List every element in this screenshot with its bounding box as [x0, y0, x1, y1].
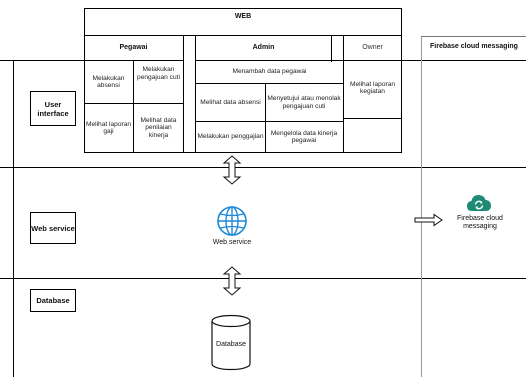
owner-header: Owner [344, 37, 401, 59]
firebase-cloud-icon [467, 195, 491, 211]
firebase-column-header: Firebase cloud messaging [424, 37, 524, 57]
double-arrow-ws-db [222, 266, 242, 296]
admin-item-penggajian-text: Melakukan penggajian [197, 133, 264, 141]
globe-icon [217, 206, 247, 236]
admin-cell-divider-h [195, 121, 343, 122]
pegawai-item-cuti: Melakukan pengajuan cuti [135, 62, 182, 102]
pegawai-item-penilaian-kinerja-text: Melihat data penilaian kinerja [140, 116, 177, 139]
arrow-to-firebase [414, 213, 443, 227]
lane-label-web-service-text: Web service [31, 223, 75, 233]
database-node-label-text: Database [216, 341, 246, 348]
pegawai-item-laporan-gaji-text: Melihat laporan gaji [85, 120, 132, 136]
pegawai-item-absensi: Melakukan absensi [85, 62, 132, 102]
lane-label-user-interface-text: User interface [37, 99, 69, 118]
admin-item-setujui-cuti-text: Menyetujui atau menolak pengajuan cuti [267, 95, 341, 110]
lane-left-border [13, 60, 14, 377]
admin-item-data-absensi-text: Melihat data absensi [200, 98, 261, 106]
web-service-node-label-text: Web service [212, 239, 252, 246]
admin-item-tambah-pegawai: Menambah data pegawai [196, 61, 343, 82]
web-col-divider-1 [183, 35, 184, 153]
database-cylinder-icon [211, 314, 251, 371]
lane-label-user-interface: User interface [30, 91, 76, 126]
pegawai-item-absensi-text: Melakukan absensi [92, 74, 125, 90]
admin-cell-divider-v [265, 83, 266, 153]
pegawai-item-penilaian-kinerja: Melihat data penilaian kinerja [135, 105, 182, 151]
web-box-title: WEB [84, 10, 402, 24]
web-col-divider-4 [343, 35, 344, 153]
firebase-column-header-text: Firebase cloud messaging [430, 43, 518, 50]
admin-header-text: Admin [252, 44, 275, 51]
web-title-divider [84, 35, 402, 36]
pegawai-cell-divider-v [133, 60, 134, 153]
admin-item-kinerja-text: Mengelola data kinerja pegawai [270, 129, 338, 145]
owner-item-laporan-kegiatan: Melihat laporan kegiatan [344, 70, 401, 106]
pegawai-header: Pegawai [84, 37, 183, 59]
owner-item-laporan-kegiatan-text: Melihat laporan kegiatan [349, 80, 396, 96]
firebase-node-label-text: Firebase cloud messaging [457, 214, 503, 231]
lane-divider-ui-ws [0, 167, 526, 168]
admin-item-setujui-cuti: Menyetujui atau menolak pengajuan cuti [266, 84, 342, 121]
admin-item-data-absensi: Melihat data absensi [196, 85, 265, 120]
admin-top-item-line [195, 83, 343, 84]
web-col-divider-2 [195, 35, 196, 153]
admin-item-penggajian: Melakukan penggajian [196, 123, 265, 151]
pegawai-item-cuti-text: Melakukan pengajuan cuti [137, 66, 180, 81]
firebase-column-border [421, 36, 422, 377]
double-arrow-ui-ws [222, 155, 242, 185]
admin-item-kinerja: Mengelola data kinerja pegawai [266, 123, 342, 151]
firebase-header-line [421, 36, 526, 37]
lane-divider-ws-db [0, 278, 526, 279]
admin-header-line [195, 60, 343, 61]
web-col-divider-3 [331, 35, 332, 62]
admin-header: Admin [196, 37, 331, 59]
lane-label-database-text: Database [36, 296, 70, 305]
database-node-label: Database [210, 338, 252, 352]
web-box [84, 8, 402, 153]
owner-header-line [343, 60, 402, 61]
lane-label-web-service: Web service [30, 212, 76, 244]
lane-label-database: Database [30, 289, 76, 312]
pegawai-item-laporan-gaji: Melihat laporan gaji [85, 105, 132, 151]
owner-cell [343, 60, 402, 119]
firebase-node-label: Firebase cloud messaging [446, 213, 514, 233]
web-box-title-text: WEB [234, 13, 252, 20]
pegawai-header-text: Pegawai [119, 44, 148, 51]
pegawai-cell-divider-h [84, 103, 183, 104]
web-service-node-label: Web service [196, 238, 268, 248]
owner-header-text: Owner [362, 44, 383, 51]
admin-item-tambah-pegawai-text: Menambah data pegawai [232, 67, 307, 75]
